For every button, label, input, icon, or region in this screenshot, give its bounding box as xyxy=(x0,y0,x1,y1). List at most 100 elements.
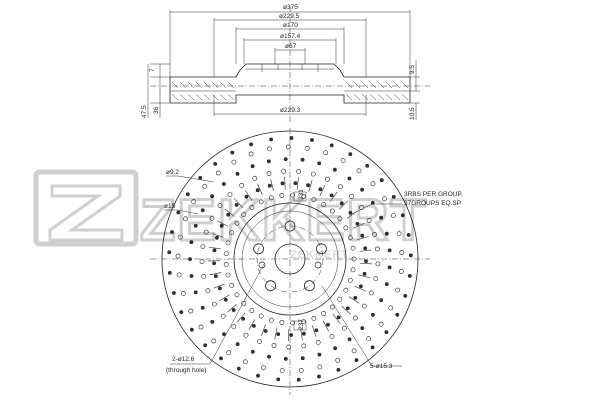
drill-hole xyxy=(326,322,330,327)
drill-hole xyxy=(332,167,337,172)
drill-hole xyxy=(266,171,272,176)
drill-hole xyxy=(390,213,396,218)
label-holes-bottom-line2: (through hole) xyxy=(166,367,206,374)
vent-rib xyxy=(217,220,229,227)
drill-hole xyxy=(382,196,387,202)
drill-hole xyxy=(304,145,310,151)
drill-hole xyxy=(378,321,384,327)
drill-hole xyxy=(250,164,255,169)
drill-hole xyxy=(260,365,266,371)
drill-hole xyxy=(227,192,233,197)
drill-hole xyxy=(403,293,408,298)
vent-rib xyxy=(322,320,330,332)
drill-hole xyxy=(361,303,367,309)
drill-hole xyxy=(348,210,353,215)
dim-left-47: 47.5 xyxy=(141,105,148,118)
vent-rib xyxy=(234,198,243,208)
drill-hole xyxy=(368,290,374,296)
drill-hole xyxy=(407,273,412,278)
drill-hole xyxy=(311,315,317,321)
drill-hole xyxy=(188,257,192,262)
drill-hole xyxy=(248,151,254,157)
drill-hole xyxy=(388,305,394,311)
drill-hole xyxy=(189,327,194,332)
drill-hole xyxy=(347,277,353,283)
drill-hole xyxy=(180,290,186,296)
drill-hole xyxy=(406,233,411,237)
drill-hole xyxy=(211,338,217,344)
drill-hole xyxy=(239,182,245,188)
drill-hole xyxy=(193,290,198,295)
drill-hole xyxy=(337,296,343,302)
drill-hole xyxy=(395,287,400,293)
drill-hole xyxy=(189,274,194,278)
drill-hole xyxy=(170,230,174,234)
bolt-circle xyxy=(256,225,324,293)
label-ribs-line1: 3RBS PER GROUP, xyxy=(404,191,463,198)
extension-lines xyxy=(169,10,411,116)
pcd-231-box xyxy=(293,191,307,202)
drill-hole xyxy=(348,152,353,157)
drill-hole xyxy=(279,193,285,198)
vent-rib xyxy=(359,262,372,265)
drill-hole xyxy=(321,202,326,207)
bolt-hole xyxy=(284,220,296,232)
drill-hole xyxy=(293,181,298,186)
vent-rib xyxy=(332,313,341,324)
drill-hole xyxy=(339,201,344,206)
dim-right-95: 9.5 xyxy=(409,65,416,74)
drill-hole xyxy=(176,210,181,215)
drill-hole xyxy=(231,308,236,312)
vent-rib xyxy=(308,179,313,192)
drill-hole xyxy=(202,183,208,189)
dim-left-36: 36 xyxy=(153,106,160,114)
vent-rib xyxy=(339,200,349,210)
vent-rib xyxy=(274,327,278,340)
drill-hole xyxy=(370,200,375,205)
drill-hole xyxy=(217,203,223,209)
drill-hole xyxy=(205,288,211,294)
drill-hole xyxy=(267,183,272,188)
drill-hole xyxy=(317,364,323,370)
drill-hole xyxy=(200,208,205,213)
leader-d92 xyxy=(166,175,215,183)
drill-hole xyxy=(210,319,215,324)
left-vertical-dims xyxy=(147,63,170,118)
drill-hole xyxy=(290,320,296,326)
drill-hole xyxy=(209,215,215,221)
drill-hole xyxy=(243,332,249,338)
locating-hole xyxy=(258,261,266,269)
drill-hole xyxy=(229,282,235,288)
drill-hole xyxy=(234,202,239,207)
drill-hole xyxy=(301,343,307,349)
drill-hole xyxy=(347,235,353,241)
drill-hole xyxy=(356,168,362,174)
drill-hole xyxy=(234,220,240,226)
bolt-hole xyxy=(315,243,327,255)
vent-rib xyxy=(257,183,263,195)
drill-hole xyxy=(251,323,256,328)
side-view: ø375 ø229.5 ø170 ø157.4 ø67 ø229.3 7 47.… xyxy=(141,4,430,122)
drill-hole xyxy=(258,313,264,319)
drill-hole xyxy=(256,373,260,378)
drill-hole xyxy=(268,317,274,323)
drill-hole xyxy=(354,358,359,363)
drill-hole xyxy=(283,356,288,361)
drill-hole xyxy=(257,339,262,344)
drill-hole xyxy=(366,218,372,223)
drill-hole xyxy=(349,193,355,199)
drill-hole xyxy=(306,183,311,188)
drill-hole xyxy=(203,229,209,235)
drill-hole xyxy=(230,150,235,155)
drill-hole xyxy=(318,187,323,192)
vent-rib xyxy=(237,312,246,323)
drill-hole xyxy=(298,367,304,373)
drill-hole xyxy=(311,197,317,202)
drill-hole xyxy=(355,221,360,226)
bolt-hole xyxy=(265,280,277,292)
drill-hole xyxy=(226,350,232,356)
drill-hole xyxy=(329,208,335,214)
drill-hole xyxy=(200,244,206,249)
drill-hole xyxy=(185,192,190,197)
